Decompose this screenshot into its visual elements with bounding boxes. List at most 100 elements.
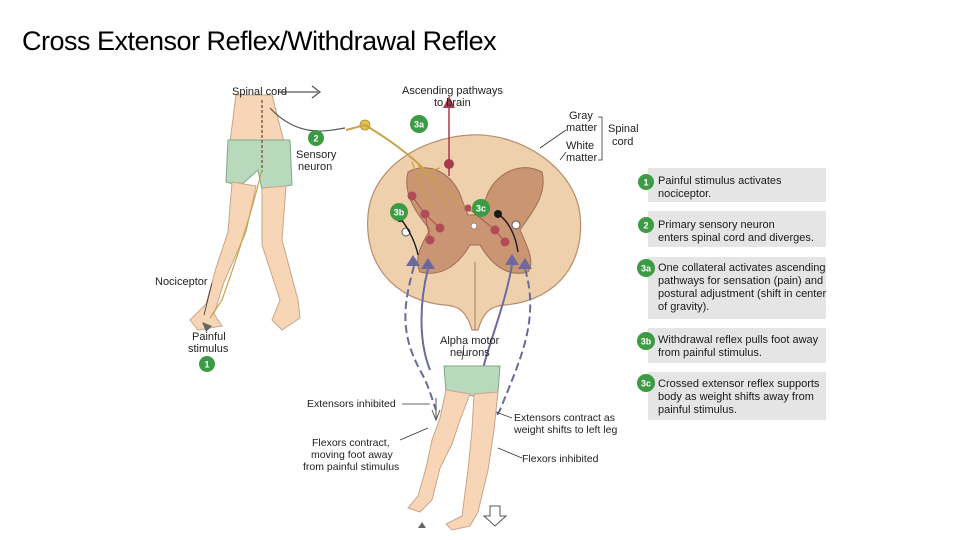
label-painful-1: Painful bbox=[192, 331, 226, 343]
label-gray-1: Gray bbox=[569, 110, 593, 122]
arrow-sensory-icon bbox=[269, 107, 346, 132]
label-flexors-contract-2: moving foot away bbox=[311, 449, 393, 461]
lower-body-illustration bbox=[407, 365, 508, 531]
svg-text:pathways for sensation (pain): pathways for sensation (pain) and bbox=[658, 275, 823, 287]
motor-axon-left-b bbox=[420, 268, 431, 371]
step-1: 1 Painful stimulus activates nociceptor. bbox=[638, 168, 826, 202]
label-white-2: matter bbox=[566, 152, 598, 164]
steps-panel: 1 Painful stimulus activates nociceptor.… bbox=[637, 168, 826, 420]
svg-text:postural adjustment (shift in: postural adjustment (shift in center bbox=[658, 288, 826, 300]
central-canal bbox=[470, 222, 478, 230]
step-badge bbox=[637, 259, 655, 277]
left-torso bbox=[229, 94, 285, 143]
sensory-axon bbox=[345, 124, 426, 171]
svg-text:3c: 3c bbox=[476, 204, 486, 214]
leader-lines bbox=[203, 116, 603, 459]
motor-neuron-right-a bbox=[505, 254, 519, 265]
left-front-leg bbox=[189, 181, 257, 331]
svg-text:from painful stimulus.: from painful stimulus. bbox=[658, 347, 762, 359]
label-alpha-2: neurons bbox=[450, 347, 490, 359]
slide-title: Cross Extensor Reflex/Withdrawal Reflex bbox=[22, 26, 497, 56]
ascending-arrow-icon bbox=[443, 96, 455, 108]
step-box bbox=[648, 328, 826, 363]
flexor-arrow-icon bbox=[431, 398, 441, 422]
step-box bbox=[648, 168, 826, 202]
label-sensory-1: Sensory bbox=[296, 149, 337, 161]
spinal-cross-section bbox=[345, 96, 582, 331]
label-ext-contract-1: Extensors contract as bbox=[514, 412, 615, 424]
svg-text:of gravity).: of gravity). bbox=[658, 301, 709, 313]
label-nociceptor: Nociceptor bbox=[155, 276, 208, 288]
supporting-leg bbox=[445, 391, 499, 531]
leg-nerve-path bbox=[209, 169, 263, 319]
label-alpha-1: Alpha motor bbox=[440, 335, 500, 347]
motor-neuron-right-b bbox=[518, 258, 532, 269]
label-white-1: White bbox=[566, 140, 594, 152]
svg-text:Withdrawal reflex pulls foot a: Withdrawal reflex pulls foot away bbox=[658, 334, 819, 346]
step-3c: 3c Crossed extensor reflex supports body… bbox=[637, 372, 826, 420]
arrow-to-section-icon bbox=[278, 85, 322, 99]
svg-text:1: 1 bbox=[204, 360, 209, 370]
label-extensors-inhibited: Extensors inhibited bbox=[307, 398, 396, 410]
svg-text:One collateral activates ascen: One collateral activates ascending bbox=[658, 262, 826, 274]
svg-text:3a: 3a bbox=[641, 264, 652, 274]
label-gray-2: matter bbox=[566, 122, 598, 134]
svg-text:3b: 3b bbox=[394, 208, 405, 218]
step-badge bbox=[638, 174, 654, 190]
step-badge bbox=[637, 374, 655, 392]
motor-neuron-left-b bbox=[421, 258, 435, 269]
lifted-leg bbox=[407, 389, 471, 513]
lower-tack-icon bbox=[418, 522, 426, 528]
svg-text:1: 1 bbox=[643, 178, 648, 188]
step-box bbox=[648, 257, 826, 319]
label-flexors-contract-1: Flexors contract, bbox=[312, 437, 390, 449]
step-2: 2 Primary sensory neuron enters spinal c… bbox=[638, 211, 826, 247]
motor-axon-left-a bbox=[404, 265, 437, 411]
step-badge bbox=[638, 217, 654, 233]
badge-3a-figure: 3a bbox=[410, 115, 428, 133]
svg-text:enters spinal cord and diverge: enters spinal cord and diverges. bbox=[658, 232, 814, 244]
tack-icon bbox=[202, 322, 212, 332]
label-ascending-2: to brain bbox=[434, 97, 471, 109]
left-back-leg bbox=[261, 185, 301, 331]
svg-text:Primary sensory neuron: Primary sensory neuron bbox=[658, 219, 775, 231]
label-flexors-contract-3: from painful stimulus bbox=[303, 461, 399, 473]
badge-3c-figure: 3c bbox=[472, 199, 490, 217]
step-3a: 3a One collateral activates ascending pa… bbox=[637, 257, 826, 319]
excitatory-marker-right bbox=[511, 220, 521, 230]
ascending-neuron-body bbox=[444, 159, 454, 169]
svg-text:Crossed extensor reflex suppor: Crossed extensor reflex supports bbox=[658, 378, 820, 390]
svg-text:body as weight shifts away fro: body as weight shifts away from bbox=[658, 391, 814, 403]
step-box bbox=[648, 372, 826, 420]
label-sensory-2: neuron bbox=[298, 161, 332, 173]
label-spinal-cord-top: Spinal cord bbox=[232, 86, 287, 98]
svg-text:Painful stimulus activates: Painful stimulus activates bbox=[658, 175, 782, 187]
badge-3b-figure: 3b bbox=[390, 203, 408, 221]
svg-text:2: 2 bbox=[313, 134, 318, 144]
svg-text:3c: 3c bbox=[641, 379, 651, 389]
sensory-branches bbox=[411, 161, 471, 213]
step-box bbox=[648, 211, 826, 247]
svg-text:nociceptor.: nociceptor. bbox=[658, 188, 711, 200]
badge-2-figure: 2 bbox=[308, 130, 324, 146]
badge-1-figure: 1 bbox=[199, 356, 215, 372]
left-body-illustration bbox=[189, 94, 301, 332]
motor-axon-right-a bbox=[481, 264, 513, 373]
inhibitory-fibers bbox=[399, 213, 519, 256]
step-3b: 3b Withdrawal reflex pulls foot away fro… bbox=[637, 328, 826, 363]
label-painful-2: stimulus bbox=[188, 343, 229, 355]
motor-neuron-left-a bbox=[406, 255, 420, 266]
label-ascending-1: Ascending pathways bbox=[402, 85, 503, 97]
gray-matter bbox=[406, 167, 544, 274]
svg-text:painful stimulus.: painful stimulus. bbox=[658, 404, 737, 416]
svg-text:2: 2 bbox=[643, 221, 648, 231]
label-spinal-side-1: Spinal bbox=[608, 123, 639, 135]
label-spinal-side-2: cord bbox=[612, 136, 633, 148]
svg-text:3b: 3b bbox=[641, 337, 652, 347]
weight-shift-arrow-icon bbox=[482, 505, 508, 527]
step-badge bbox=[637, 332, 655, 350]
svg-text:3a: 3a bbox=[414, 120, 425, 130]
label-flexors-inhibited: Flexors inhibited bbox=[522, 453, 599, 465]
label-ext-contract-2: weight shifts to left leg bbox=[513, 424, 617, 436]
